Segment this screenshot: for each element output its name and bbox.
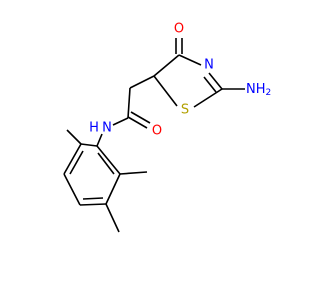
bond-c4-n3 [178,54,202,66]
bond-ar3-ar4-inner [82,197,104,200]
bond-ar1-ar2-inner [97,152,115,175]
bond-nh-ar [96,133,103,147]
bond-ar1-ar2 [96,145,121,175]
bond-co-nh [112,117,129,126]
bond-c5-ch2 [129,75,155,89]
bond-ar5-ar6-inner [69,150,84,175]
bond-ar2-ar3 [105,173,121,205]
amine-nh-text: NH [246,82,266,97]
bond-ar5-ar6 [63,143,82,175]
amide-h-label: H [89,121,99,136]
ring-nitrogen-label: N [204,58,214,73]
bond-methyl-left [66,129,82,145]
bond-methyl-right [119,171,148,175]
bond-n3-c2 [208,72,223,90]
bond-s1-c5 [153,75,178,107]
ring-sulfur-label: S [181,103,189,118]
amine-label: NH2 [246,82,271,99]
bond-ar4-ar5 [63,173,81,206]
bond-n3-c2-double [203,76,217,93]
bond-ch2-co [127,87,131,119]
molecule-structure: O N S NH2 O H N [0,0,300,300]
background [0,0,300,300]
amide-nitrogen-label: N [102,121,112,136]
bond-co-o-b [130,111,151,124]
bond-ar6-ar1 [80,143,98,147]
bond-c4-c5 [153,54,180,77]
bond-ar3-ar4 [79,203,107,206]
bond-co-o-a [127,116,148,129]
amide-oxygen-label: O [152,124,162,139]
bond-methyl-bottom [105,203,120,233]
bond-c2-s1 [193,88,223,108]
ketone-oxygen-label: O [174,22,184,37]
amine-subscript: 2 [266,88,272,98]
